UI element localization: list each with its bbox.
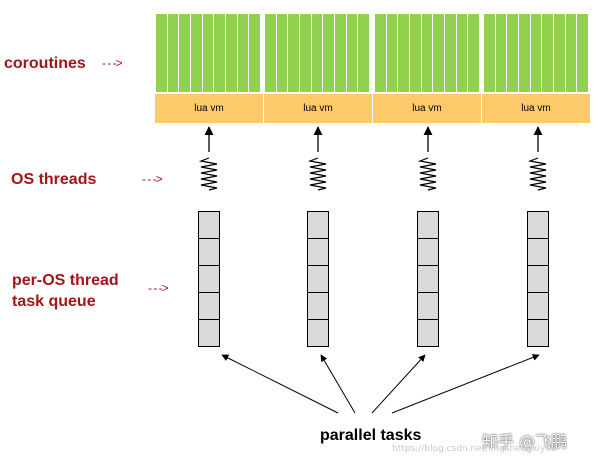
queue-slot xyxy=(199,266,219,293)
coroutine-cell xyxy=(530,14,543,92)
lua-vm-box-3: lua vm xyxy=(482,94,591,123)
coroutine-group-1 xyxy=(265,14,370,92)
lua-vm-box-0: lua vm xyxy=(155,94,264,123)
coroutine-cell xyxy=(507,14,520,92)
lua-vm-label: lua vm xyxy=(412,103,442,114)
lua-vm-label: lua vm xyxy=(303,103,333,114)
parallel-tasks-caption: parallel tasks xyxy=(320,427,422,444)
coroutine-cell xyxy=(300,14,312,92)
coroutine-cell xyxy=(495,14,508,92)
queue-slot xyxy=(308,212,328,239)
task-queue-dashed-arrow: - - -> xyxy=(148,281,169,295)
coroutine-cell xyxy=(335,14,347,92)
coroutines-dashed-arrow: - - -> xyxy=(102,56,123,70)
coroutine-cell xyxy=(456,14,469,92)
coroutine-cell xyxy=(237,14,250,92)
coroutine-cell xyxy=(179,14,192,92)
coroutine-cell xyxy=(565,14,578,92)
lua-vm-box-2: lua vm xyxy=(373,94,482,123)
queue-slot xyxy=(528,239,548,266)
queue-slot xyxy=(308,266,328,293)
task-queue-label: per-OS thread task queue xyxy=(12,272,119,310)
coroutine-cell xyxy=(265,14,277,92)
task-queue-2 xyxy=(417,211,439,347)
coroutine-cell xyxy=(156,14,168,92)
lua-vm-label: lua vm xyxy=(194,103,224,114)
task-arrow-2 xyxy=(371,354,426,414)
thread-spring-3 xyxy=(527,157,547,191)
queue-slot xyxy=(199,239,219,266)
queue-slot xyxy=(308,239,328,266)
queue-slot xyxy=(199,212,219,239)
queue-slot xyxy=(528,212,548,239)
queue-slot xyxy=(418,266,438,293)
coroutine-cell xyxy=(398,14,411,92)
coroutine-cell xyxy=(468,14,480,92)
coroutine-cell xyxy=(311,14,324,92)
task-arrow-0 xyxy=(221,354,339,414)
coroutine-cell xyxy=(421,14,434,92)
task-queue-0 xyxy=(198,211,220,347)
watermark-text: 知乎 @飞鹏 xyxy=(482,432,568,451)
task-arrow-3 xyxy=(391,354,540,414)
lua-vm-label: lua vm xyxy=(521,103,551,114)
coroutine-cell xyxy=(346,14,359,92)
task-queue-3 xyxy=(527,211,549,347)
coroutine-cell xyxy=(191,14,203,92)
coroutine-cell xyxy=(519,14,531,92)
coroutine-group-0 xyxy=(156,14,261,92)
queue-slot xyxy=(418,212,438,239)
coroutines-label: coroutines xyxy=(4,55,86,72)
coroutine-cell xyxy=(249,14,261,92)
queue-slot xyxy=(199,293,219,320)
queue-slot xyxy=(528,266,548,293)
coroutine-cell xyxy=(542,14,555,92)
queue-slot xyxy=(418,239,438,266)
coroutine-cell xyxy=(214,14,227,92)
thread-spring-0 xyxy=(198,157,218,191)
coroutine-cell xyxy=(433,14,446,92)
coroutine-cell xyxy=(410,14,422,92)
watermark-url: https://blog.csdn.net/lingshengxiyou xyxy=(392,444,557,454)
coroutine-cell xyxy=(323,14,336,92)
coroutine-cell xyxy=(375,14,387,92)
os-threads-dashed-arrow: - - -> xyxy=(142,172,163,186)
coroutine-cell xyxy=(358,14,370,92)
coroutine-cell xyxy=(445,14,457,92)
coroutine-cell xyxy=(484,14,496,92)
thread-spring-2 xyxy=(417,157,437,191)
queue-slot xyxy=(418,293,438,320)
os-threads-label: OS threads xyxy=(11,171,97,188)
lua-vm-box-1: lua vm xyxy=(264,94,373,123)
queue-slot xyxy=(528,293,548,320)
coroutine-cell xyxy=(276,14,289,92)
coroutine-cell xyxy=(577,14,589,92)
coroutine-cell xyxy=(226,14,238,92)
queue-slot xyxy=(308,293,328,320)
coroutine-cell xyxy=(554,14,566,92)
coroutine-cell xyxy=(167,14,180,92)
coroutine-cell xyxy=(288,14,301,92)
coroutine-group-2 xyxy=(375,14,480,92)
coroutine-cell xyxy=(202,14,215,92)
coroutine-group-3 xyxy=(484,14,589,92)
thread-spring-1 xyxy=(307,157,327,191)
task-arrow-1 xyxy=(320,354,356,414)
task-queue-1 xyxy=(307,211,329,347)
coroutine-cell xyxy=(386,14,399,92)
